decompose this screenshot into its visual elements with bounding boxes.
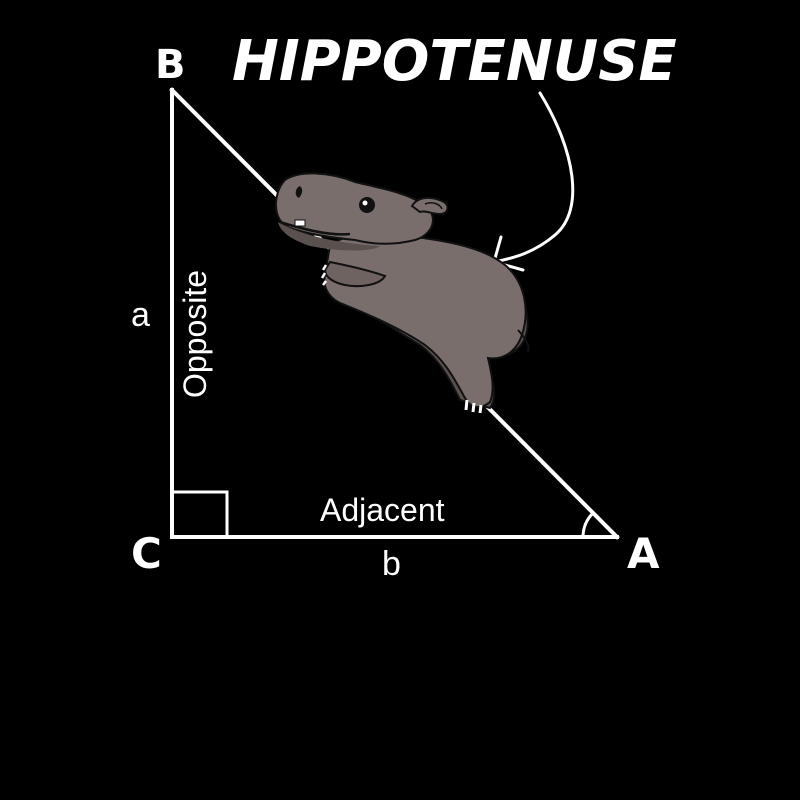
angle-arc-marker	[581, 511, 595, 538]
vertex-label-a: A	[627, 529, 660, 578]
adjacent-side-letter: b	[382, 545, 401, 583]
opposite-side-label: Opposite	[177, 270, 213, 398]
vertex-label-b: B	[155, 42, 186, 88]
vertex-label-c: C	[131, 529, 162, 578]
opposite-side-letter: a	[131, 296, 150, 334]
page-title: HIPPOTENUSE	[232, 29, 677, 94]
right-angle-marker	[172, 490, 229, 537]
adjacent-side-label: Adjacent	[320, 492, 445, 528]
curved-arrow-icon	[492, 91, 575, 272]
hippo-illustration	[275, 172, 530, 414]
